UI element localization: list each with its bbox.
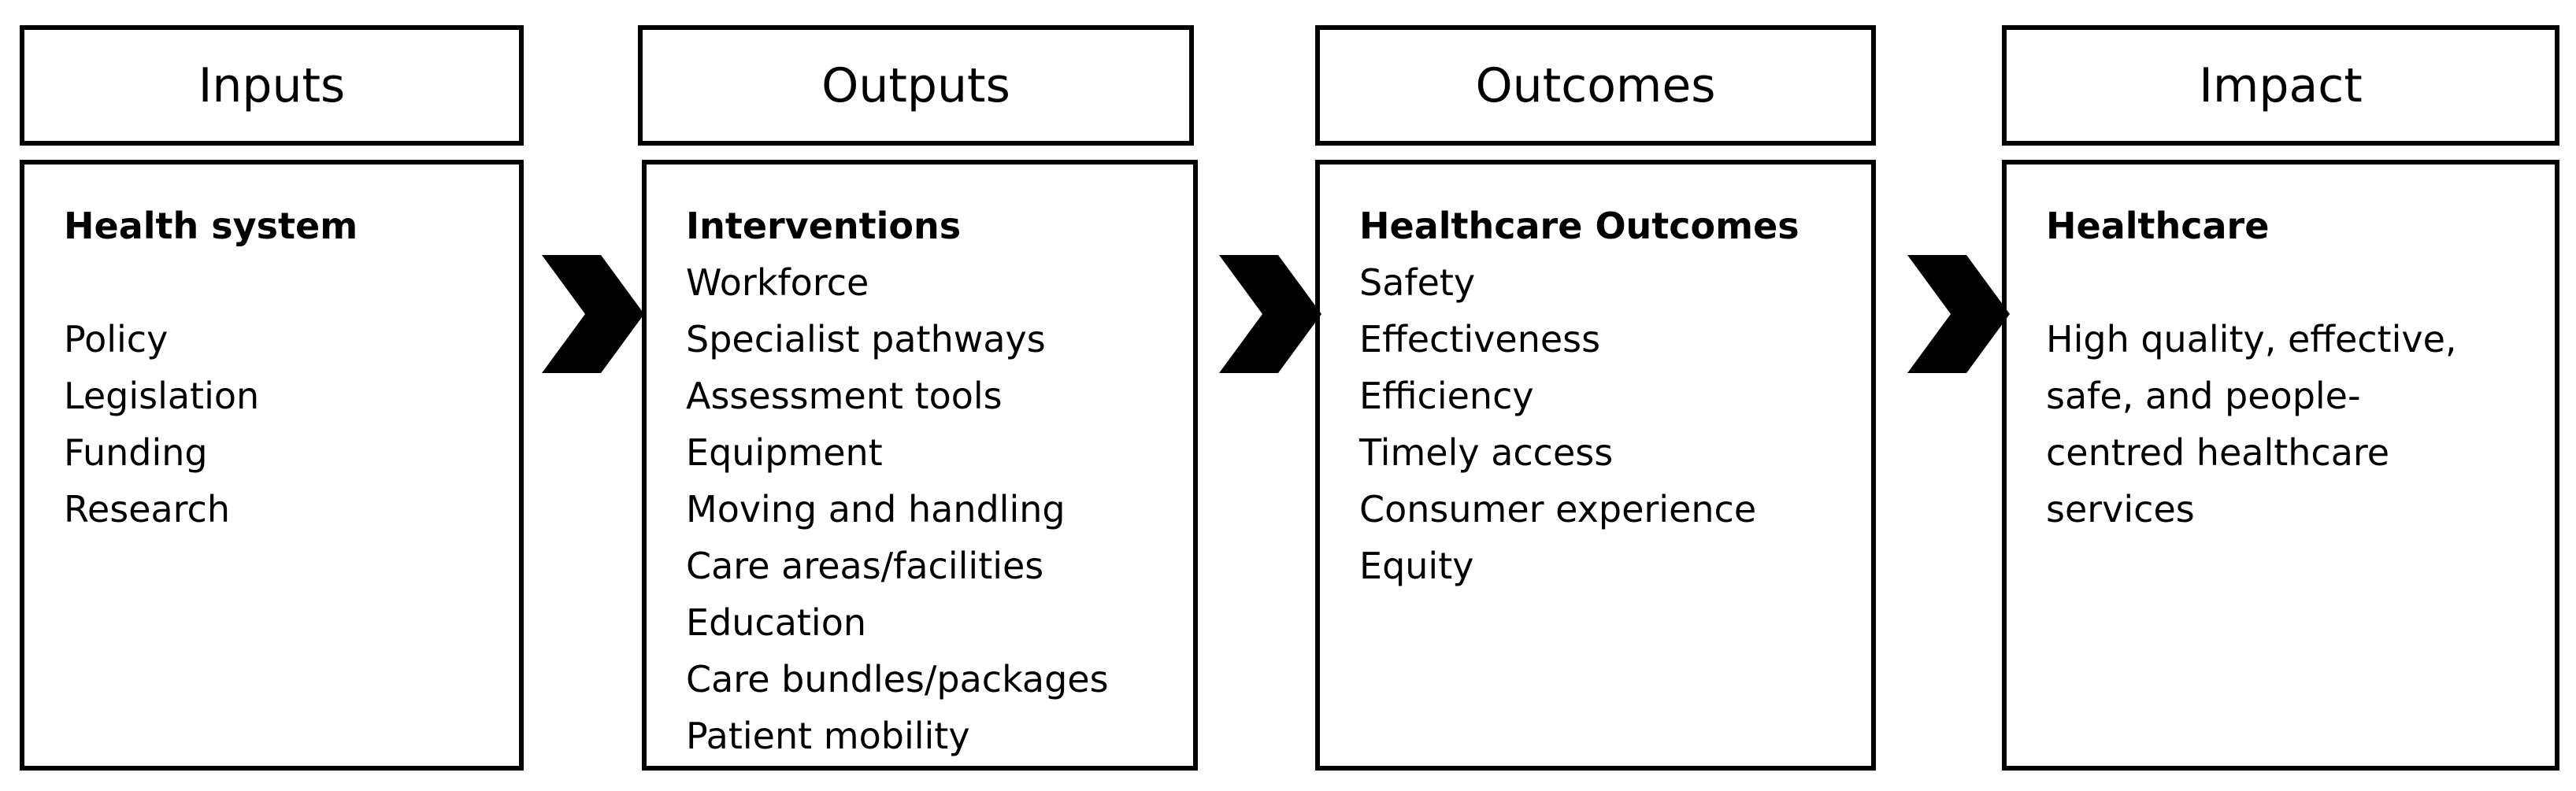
outputs-item: Patient mobility — [686, 715, 970, 757]
spacer — [64, 254, 519, 311]
outcomes-item: Timely access — [1359, 431, 1614, 474]
outputs-header-label: Outputs — [821, 57, 1010, 113]
inputs-item: Research — [64, 488, 230, 530]
inputs-content-box: Health system Policy Legislation Funding… — [20, 160, 524, 771]
outputs-item: Assessment tools — [686, 375, 1003, 417]
chevron-right-icon — [1219, 255, 1321, 373]
inputs-item: Funding — [64, 431, 208, 474]
impact-title: Healthcare — [2046, 205, 2270, 247]
outcomes-item: Consumer experience — [1359, 488, 1757, 530]
outcomes-item: Safety — [1359, 261, 1476, 304]
outputs-header: Outputs — [638, 25, 1194, 146]
outputs-item: Care bundles/packages — [686, 658, 1109, 700]
outcomes-item: Efficiency — [1359, 375, 1534, 417]
outcomes-item: Equity — [1359, 545, 1474, 587]
outputs-title: Interventions — [686, 205, 962, 247]
inputs-header-label: Inputs — [198, 57, 346, 113]
impact-item: safe, and people- — [2046, 375, 2361, 417]
outcomes-header-label: Outcomes — [1475, 57, 1716, 113]
outcomes-content-box: Healthcare Outcomes Safety Effectiveness… — [1315, 160, 1876, 771]
outputs-item: Equipment — [686, 431, 883, 474]
chevron-right-icon — [542, 255, 644, 373]
inputs-title: Health system — [64, 205, 358, 247]
outcomes-title: Healthcare Outcomes — [1359, 205, 1799, 247]
impact-item: High quality, effective, — [2046, 318, 2457, 360]
outcomes-header: Outcomes — [1315, 25, 1876, 146]
outputs-item: Specialist pathways — [686, 318, 1046, 360]
impact-header-label: Impact — [2199, 57, 2363, 113]
outputs-item: Care areas/facilities — [686, 545, 1044, 587]
impact-header: Impact — [2002, 25, 2559, 146]
spacer — [2046, 254, 2555, 311]
outputs-item: Moving and handling — [686, 488, 1066, 530]
outputs-item: Education — [686, 601, 867, 644]
chevron-right-icon — [1907, 255, 2010, 373]
outputs-content-box: Interventions Workforce Specialist pathw… — [642, 160, 1198, 771]
impact-content-box: Healthcare High quality, effective, safe… — [2002, 160, 2559, 771]
inputs-item: Policy — [64, 318, 169, 360]
inputs-item: Legislation — [64, 375, 260, 417]
outcomes-item: Effectiveness — [1359, 318, 1601, 360]
outputs-item: Workforce — [686, 261, 869, 304]
inputs-header: Inputs — [20, 25, 524, 146]
impact-item: services — [2046, 488, 2195, 530]
impact-item: centred healthcare — [2046, 431, 2390, 474]
